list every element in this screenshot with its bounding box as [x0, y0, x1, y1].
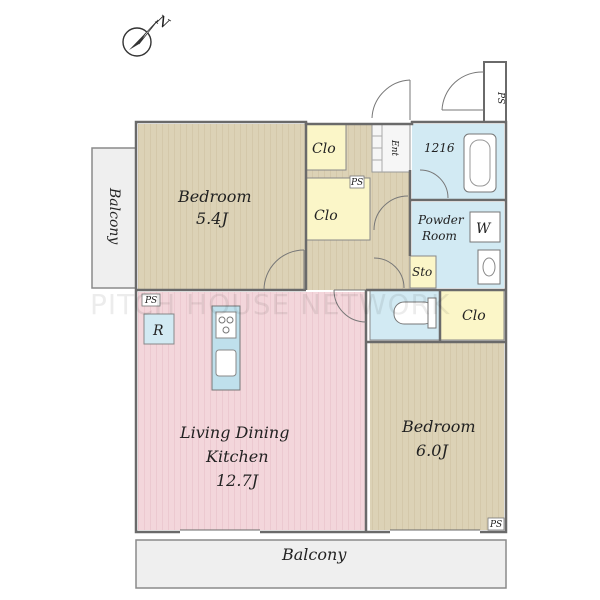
- storage-label: Sto: [412, 265, 432, 279]
- refrigerator-box: [143, 313, 175, 345]
- ps-label-center: PS: [350, 178, 363, 188]
- ps-box-center: [349, 175, 365, 189]
- compass: N: [122, 12, 173, 57]
- window-marks: [180, 529, 480, 534]
- ldk-size: 12.7J: [216, 471, 260, 490]
- closet-1: [305, 123, 347, 171]
- storage-box: [409, 255, 437, 289]
- bedroom-2-floor: [370, 342, 504, 530]
- powder-room-label-2: Room: [421, 229, 457, 243]
- door-swings: [263, 195, 409, 323]
- bedroom-1-floor: [138, 124, 306, 290]
- watermark: PITCH HOUSE NETWORK: [90, 288, 450, 321]
- ldk-floor: [138, 292, 366, 530]
- bedroom-2-size: 6.0J: [416, 441, 449, 460]
- ps-box-ldk: [141, 293, 161, 307]
- closet-2-label: Clo: [314, 208, 338, 224]
- washbasin: [477, 249, 501, 285]
- ps-label-bedroom: PS: [489, 520, 502, 530]
- washer-box: [469, 211, 501, 243]
- closet-3: [439, 289, 505, 341]
- ldk-label-line2: Kitchen: [205, 447, 269, 466]
- balcony-left-label: Balcony: [106, 187, 122, 245]
- ps-label-ldk: PS: [144, 296, 157, 306]
- refrigerator-label: R: [152, 323, 164, 339]
- closet-3-label: Clo: [462, 308, 486, 324]
- bedroom-1-label: Bedroom: [177, 187, 252, 206]
- bathtub: [463, 133, 497, 193]
- north-label: N: [152, 12, 173, 33]
- entrance-tile-lines: [372, 124, 383, 172]
- bedroom-1-size: 5.4J: [196, 209, 229, 228]
- washer-label: W: [476, 221, 492, 237]
- entrance-label: Ent: [389, 139, 399, 156]
- bath-size-label: 1216: [424, 141, 455, 155]
- bedroom-2-label: Bedroom: [401, 417, 476, 436]
- balcony-bottom-label: Balcony: [281, 545, 347, 564]
- exterior-ps-box: PS: [441, 61, 507, 123]
- balcony-bottom: [135, 539, 507, 589]
- ldk-label-line1: Living Dining: [179, 423, 289, 442]
- powder-room-label-1: Powder: [417, 213, 465, 227]
- ps-box-bedroom: [487, 517, 505, 531]
- ps-label-exterior: PS: [495, 91, 505, 104]
- closet-1-label: Clo: [312, 141, 336, 157]
